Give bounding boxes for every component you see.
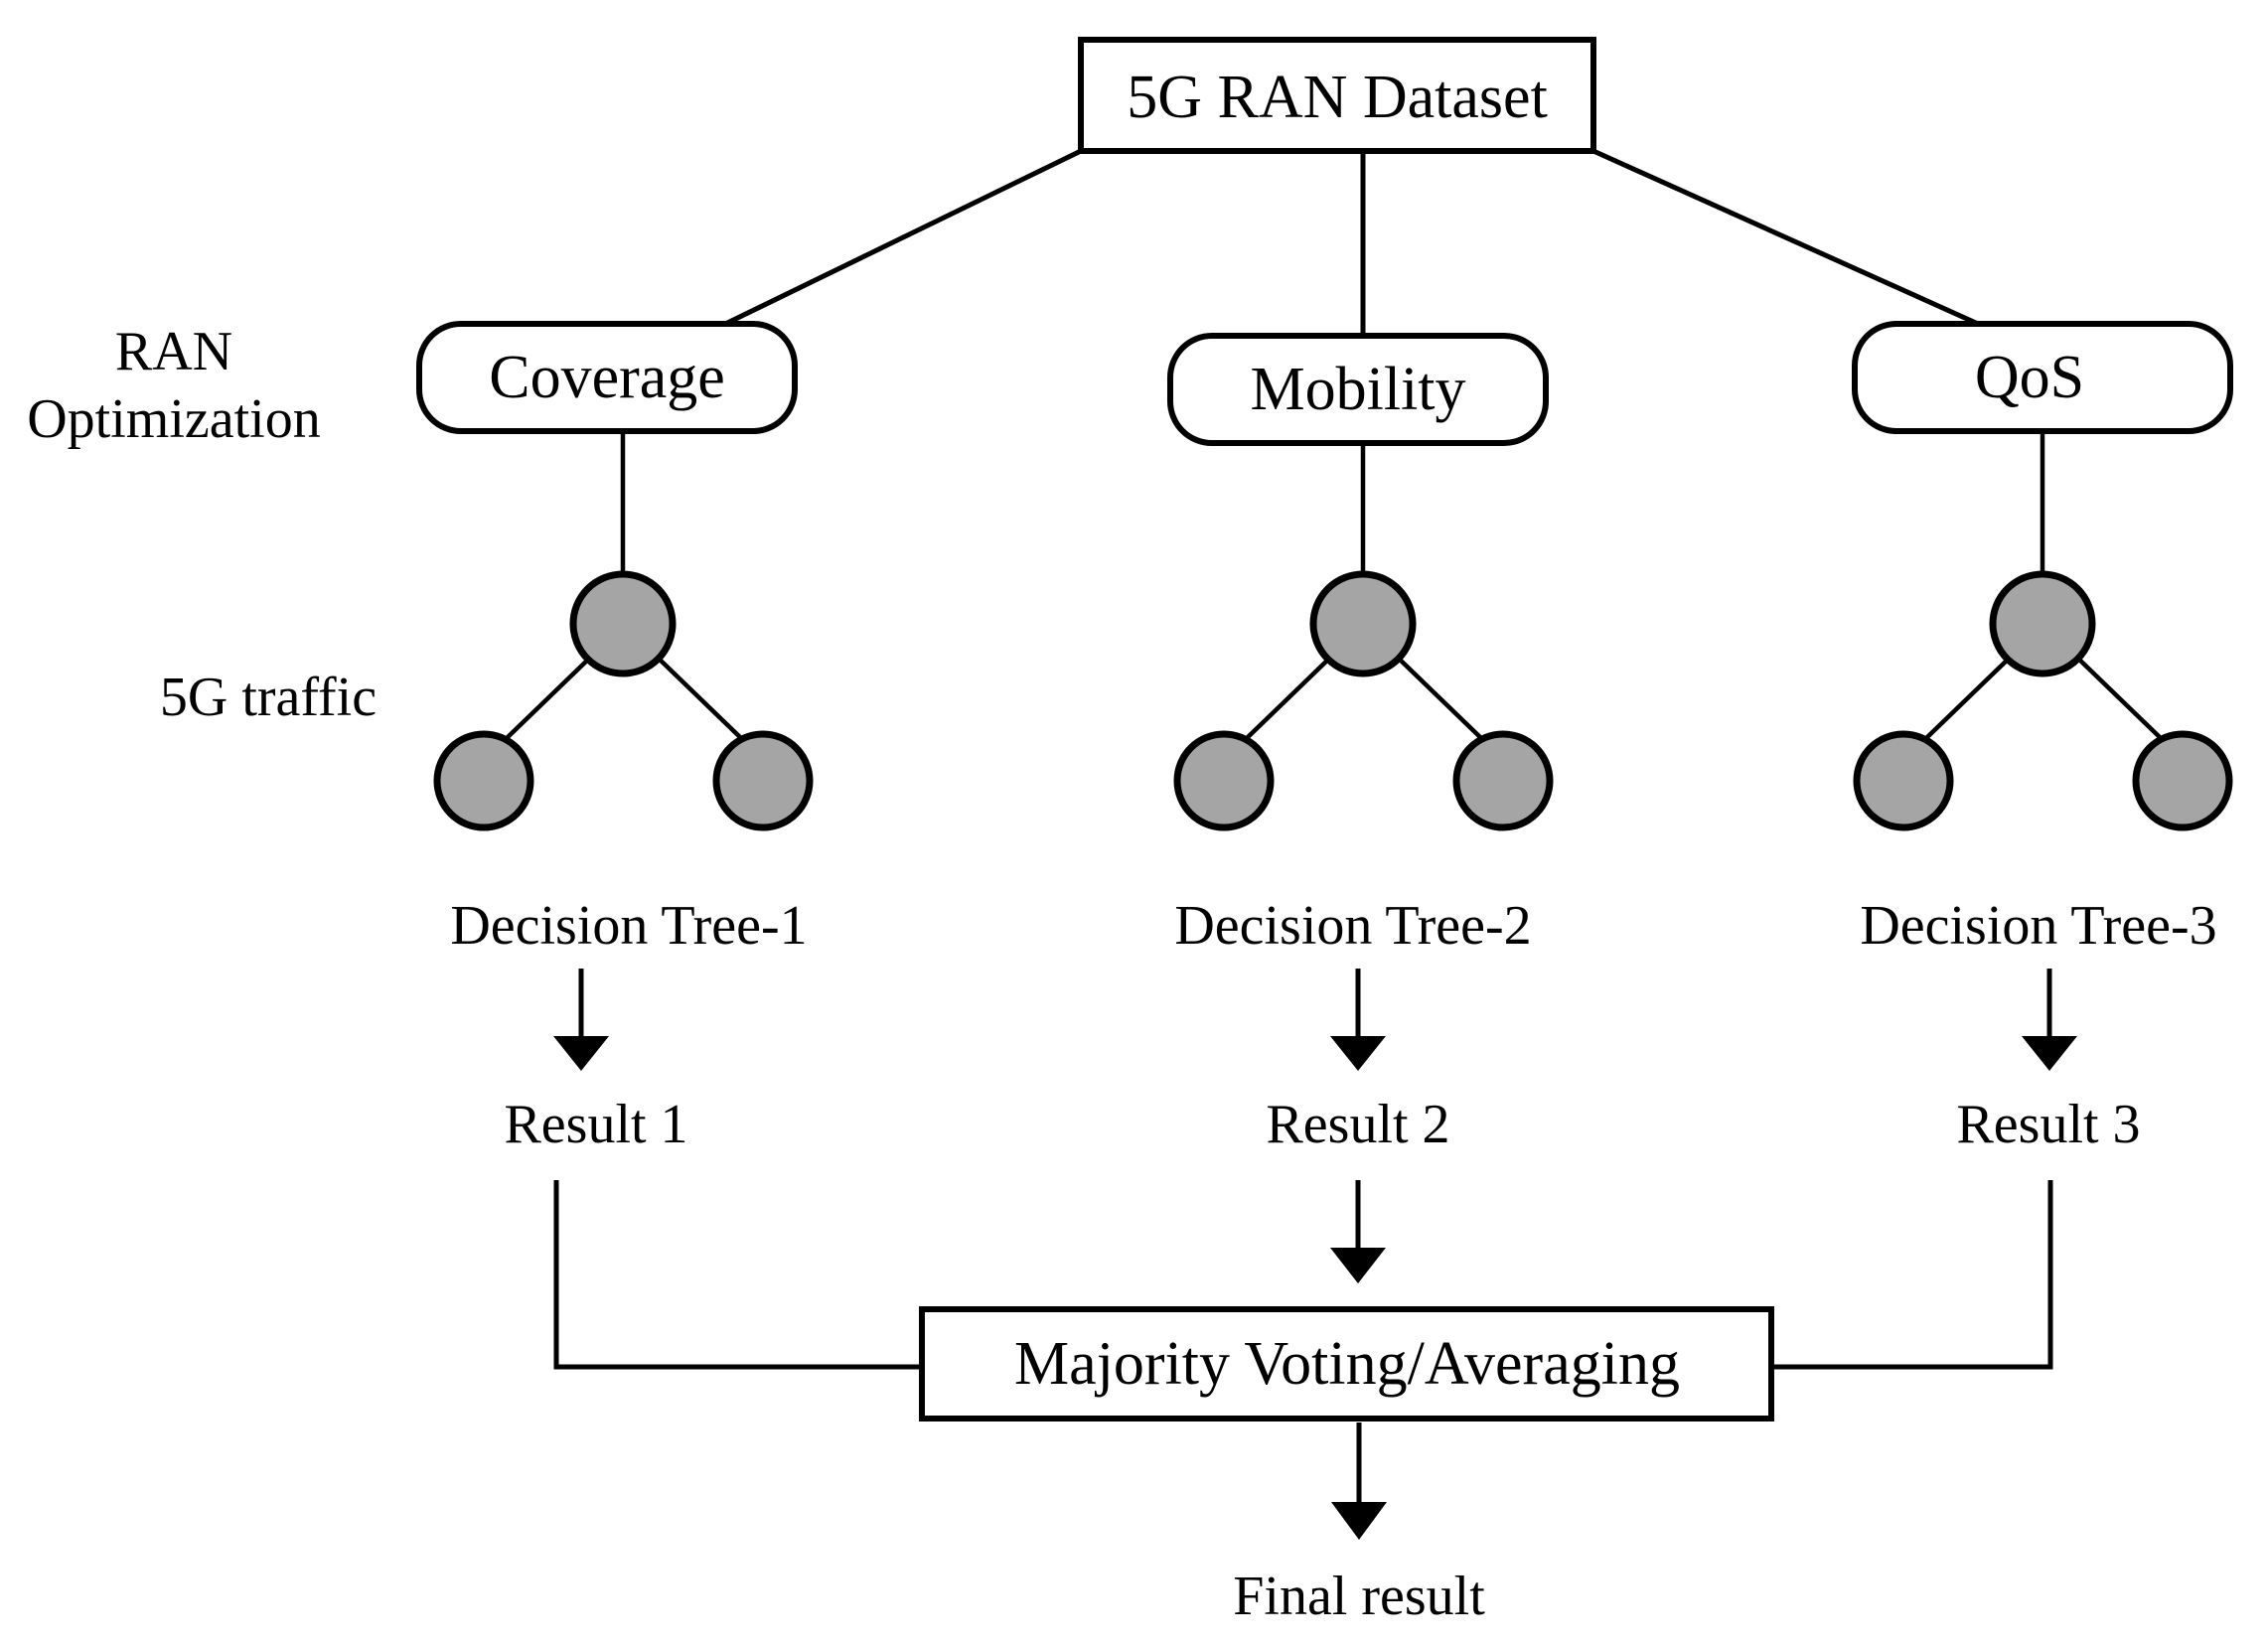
majority-voting-label: Majority Voting/Averaging bbox=[1014, 1330, 1680, 1398]
category-label-mobility: Mobility bbox=[1250, 356, 1465, 423]
result-label-2: Result 2 bbox=[1266, 1094, 1449, 1155]
arrow-head-result2-voting bbox=[1330, 1248, 1386, 1283]
arrow-head-voting-final bbox=[1331, 1502, 1387, 1540]
ran-optimization-line1: RAN bbox=[115, 321, 232, 382]
dataset-box-rect bbox=[1078, 37, 1596, 154]
result-label-3: Result 3 bbox=[1956, 1094, 2140, 1155]
five-g-traffic-label: 5G traffic bbox=[160, 667, 377, 728]
tree2-root-node bbox=[1309, 570, 1417, 677]
final-result-group: Final result bbox=[1233, 1422, 1485, 1627]
tree1-left-leaf-node bbox=[433, 730, 534, 831]
branch-qos: QoS Decision Tree-3 Result 3 bbox=[1416, 321, 2233, 1395]
tree1-right-leaf-node bbox=[712, 730, 814, 831]
dataset-box[interactable]: 5G RAN Dataset bbox=[1078, 37, 1596, 154]
tree2-left-leaf-node bbox=[1173, 730, 1275, 831]
tree1-root-node bbox=[569, 570, 677, 677]
arrow-head-tree3-result3 bbox=[2022, 1036, 2077, 1071]
tree2-edge-right bbox=[1395, 655, 1485, 742]
majority-voting-box[interactable]: Majority Voting/Averaging bbox=[919, 1306, 1774, 1422]
tree1-edge-right bbox=[655, 655, 745, 742]
tree3-left-leaf-node bbox=[1853, 730, 1954, 831]
dataset-box-label: 5G RAN Dataset bbox=[1127, 64, 1548, 131]
ran-optimization-line2: Optimization bbox=[27, 388, 321, 450]
majority-voting-rect bbox=[919, 1306, 1774, 1422]
tree-label-3: Decision Tree-3 bbox=[1860, 895, 2216, 957]
side-label-ran-optimization: RAN Optimization bbox=[27, 321, 321, 450]
tree2-right-leaf-node bbox=[1452, 730, 1554, 831]
arrow-head-tree2-result2 bbox=[1330, 1036, 1386, 1071]
tree3-edge-right bbox=[2074, 655, 2165, 742]
result-label-1: Result 1 bbox=[504, 1094, 687, 1155]
arrow-head-tree1-result1 bbox=[553, 1036, 609, 1071]
branch-mobility: Mobility Decision Tree-2 Result 2 bbox=[1167, 333, 1554, 1283]
final-result-label: Final result bbox=[1233, 1566, 1485, 1627]
category-box-coverage[interactable] bbox=[416, 321, 798, 434]
connector-dataset-qos bbox=[1591, 148, 1989, 331]
tree-label-2: Decision Tree-2 bbox=[1174, 895, 1531, 957]
dataset-to-branch-connectors bbox=[715, 148, 1989, 338]
tree3-edge-left bbox=[1922, 655, 2013, 742]
category-label-coverage: Coverage bbox=[489, 344, 725, 411]
tree1-edge-left bbox=[503, 655, 593, 742]
tree3-root-node bbox=[1989, 570, 2096, 677]
connector-dataset-coverage bbox=[715, 148, 1083, 331]
category-box-mobility[interactable] bbox=[1167, 333, 1549, 446]
branch-coverage: Coverage Decision Tree-1 Result 1 bbox=[416, 321, 1309, 1395]
tree-label-1: Decision Tree-1 bbox=[450, 895, 807, 957]
category-label-qos: QoS bbox=[1975, 344, 2084, 411]
tree3-right-leaf-node bbox=[2132, 730, 2233, 831]
tree2-edge-left bbox=[1243, 655, 1333, 742]
